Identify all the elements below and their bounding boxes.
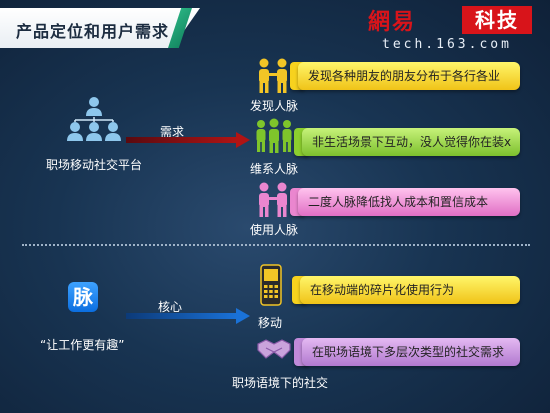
need-arrow-shaft: [126, 137, 238, 143]
core-label: 核心: [158, 300, 183, 314]
connected-people-icon: [259, 182, 287, 217]
need-1-pill: 发现各种朋友的朋友分布于各行各业: [298, 62, 520, 90]
handshake-icon: [257, 339, 291, 359]
need-3-label: 使用人脉: [250, 223, 299, 237]
logo-url: tech.163.com: [382, 37, 512, 52]
need-2-label: 维系人脉: [250, 162, 299, 176]
netease-tech-logo: 網易 科技 tech.163.com: [368, 4, 544, 58]
platform-label: 职场移动社交平台: [46, 158, 143, 172]
title-banner: [0, 8, 200, 48]
core-arrow-shaft: [126, 313, 238, 319]
core-2-pill: 在职场语境下多层次类型的社交需求: [302, 338, 520, 366]
need-2-pill: 非生活场景下互动，没人觉得你在装x: [302, 128, 520, 156]
group-people-icon: [256, 118, 292, 153]
need-label: 需求: [160, 125, 185, 139]
core-1-label: 移动: [258, 316, 283, 330]
page-title: 产品定位和用户需求: [16, 22, 170, 41]
need-arrow-head: [236, 132, 250, 148]
logo-brand-text: 網易: [368, 10, 417, 35]
slogan: “让工作更有趣”: [40, 338, 125, 352]
core-2-label: 职场语境下的社交: [232, 376, 329, 390]
logo-tech-badge: 科技: [462, 6, 532, 34]
org-chart-people-icon: [67, 97, 121, 141]
maimai-app-icon: 脉: [68, 282, 98, 312]
section-divider: [22, 244, 530, 246]
need-1-label: 发现人脉: [250, 99, 299, 113]
handshake-people-icon: [259, 58, 287, 93]
core-1-pill: 在移动端的碎片化使用行为: [300, 276, 520, 304]
core-arrow-head: [236, 308, 250, 324]
need-3-pill: 二度人脉降低找人成本和置信成本: [298, 188, 520, 216]
mobile-phone-icon: [260, 264, 282, 306]
